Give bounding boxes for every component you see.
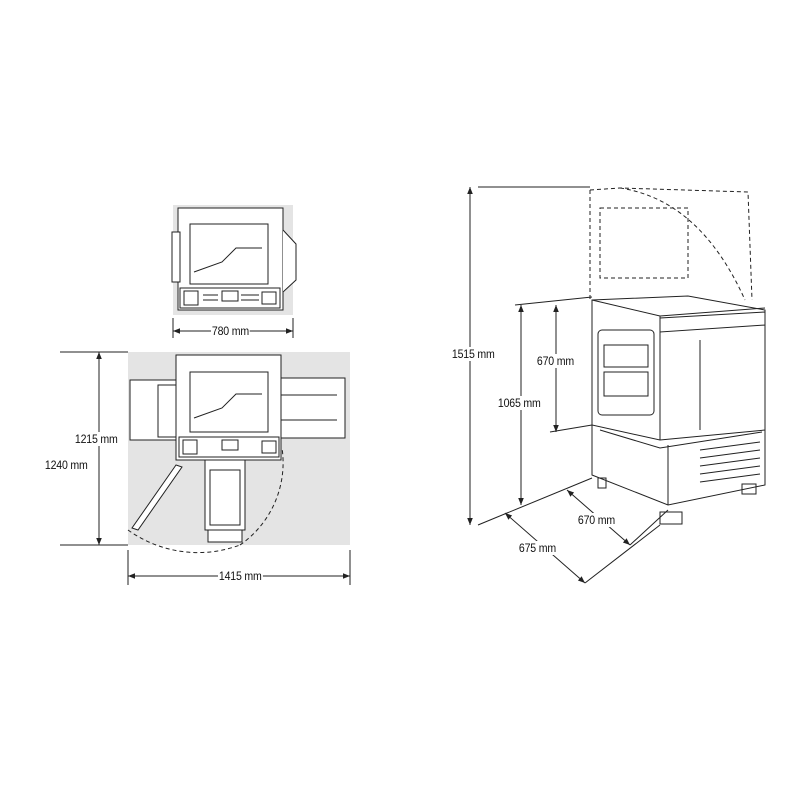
label-1415: 1415 mm bbox=[218, 569, 263, 583]
label-1515: 1515 mm bbox=[451, 347, 496, 361]
label-780: 780 mm bbox=[211, 324, 250, 338]
top-view-printer bbox=[171, 205, 297, 315]
label-670-depth: 670 mm bbox=[577, 513, 616, 527]
label-1240: 1240 mm bbox=[44, 458, 89, 472]
perspective-printer bbox=[589, 187, 766, 525]
label-1215: 1215 mm bbox=[74, 432, 119, 446]
label-1065: 1065 mm bbox=[497, 396, 542, 410]
label-675: 675 mm bbox=[518, 541, 557, 555]
label-670-height: 670 mm bbox=[536, 354, 575, 368]
floor-view-printer bbox=[127, 352, 350, 554]
